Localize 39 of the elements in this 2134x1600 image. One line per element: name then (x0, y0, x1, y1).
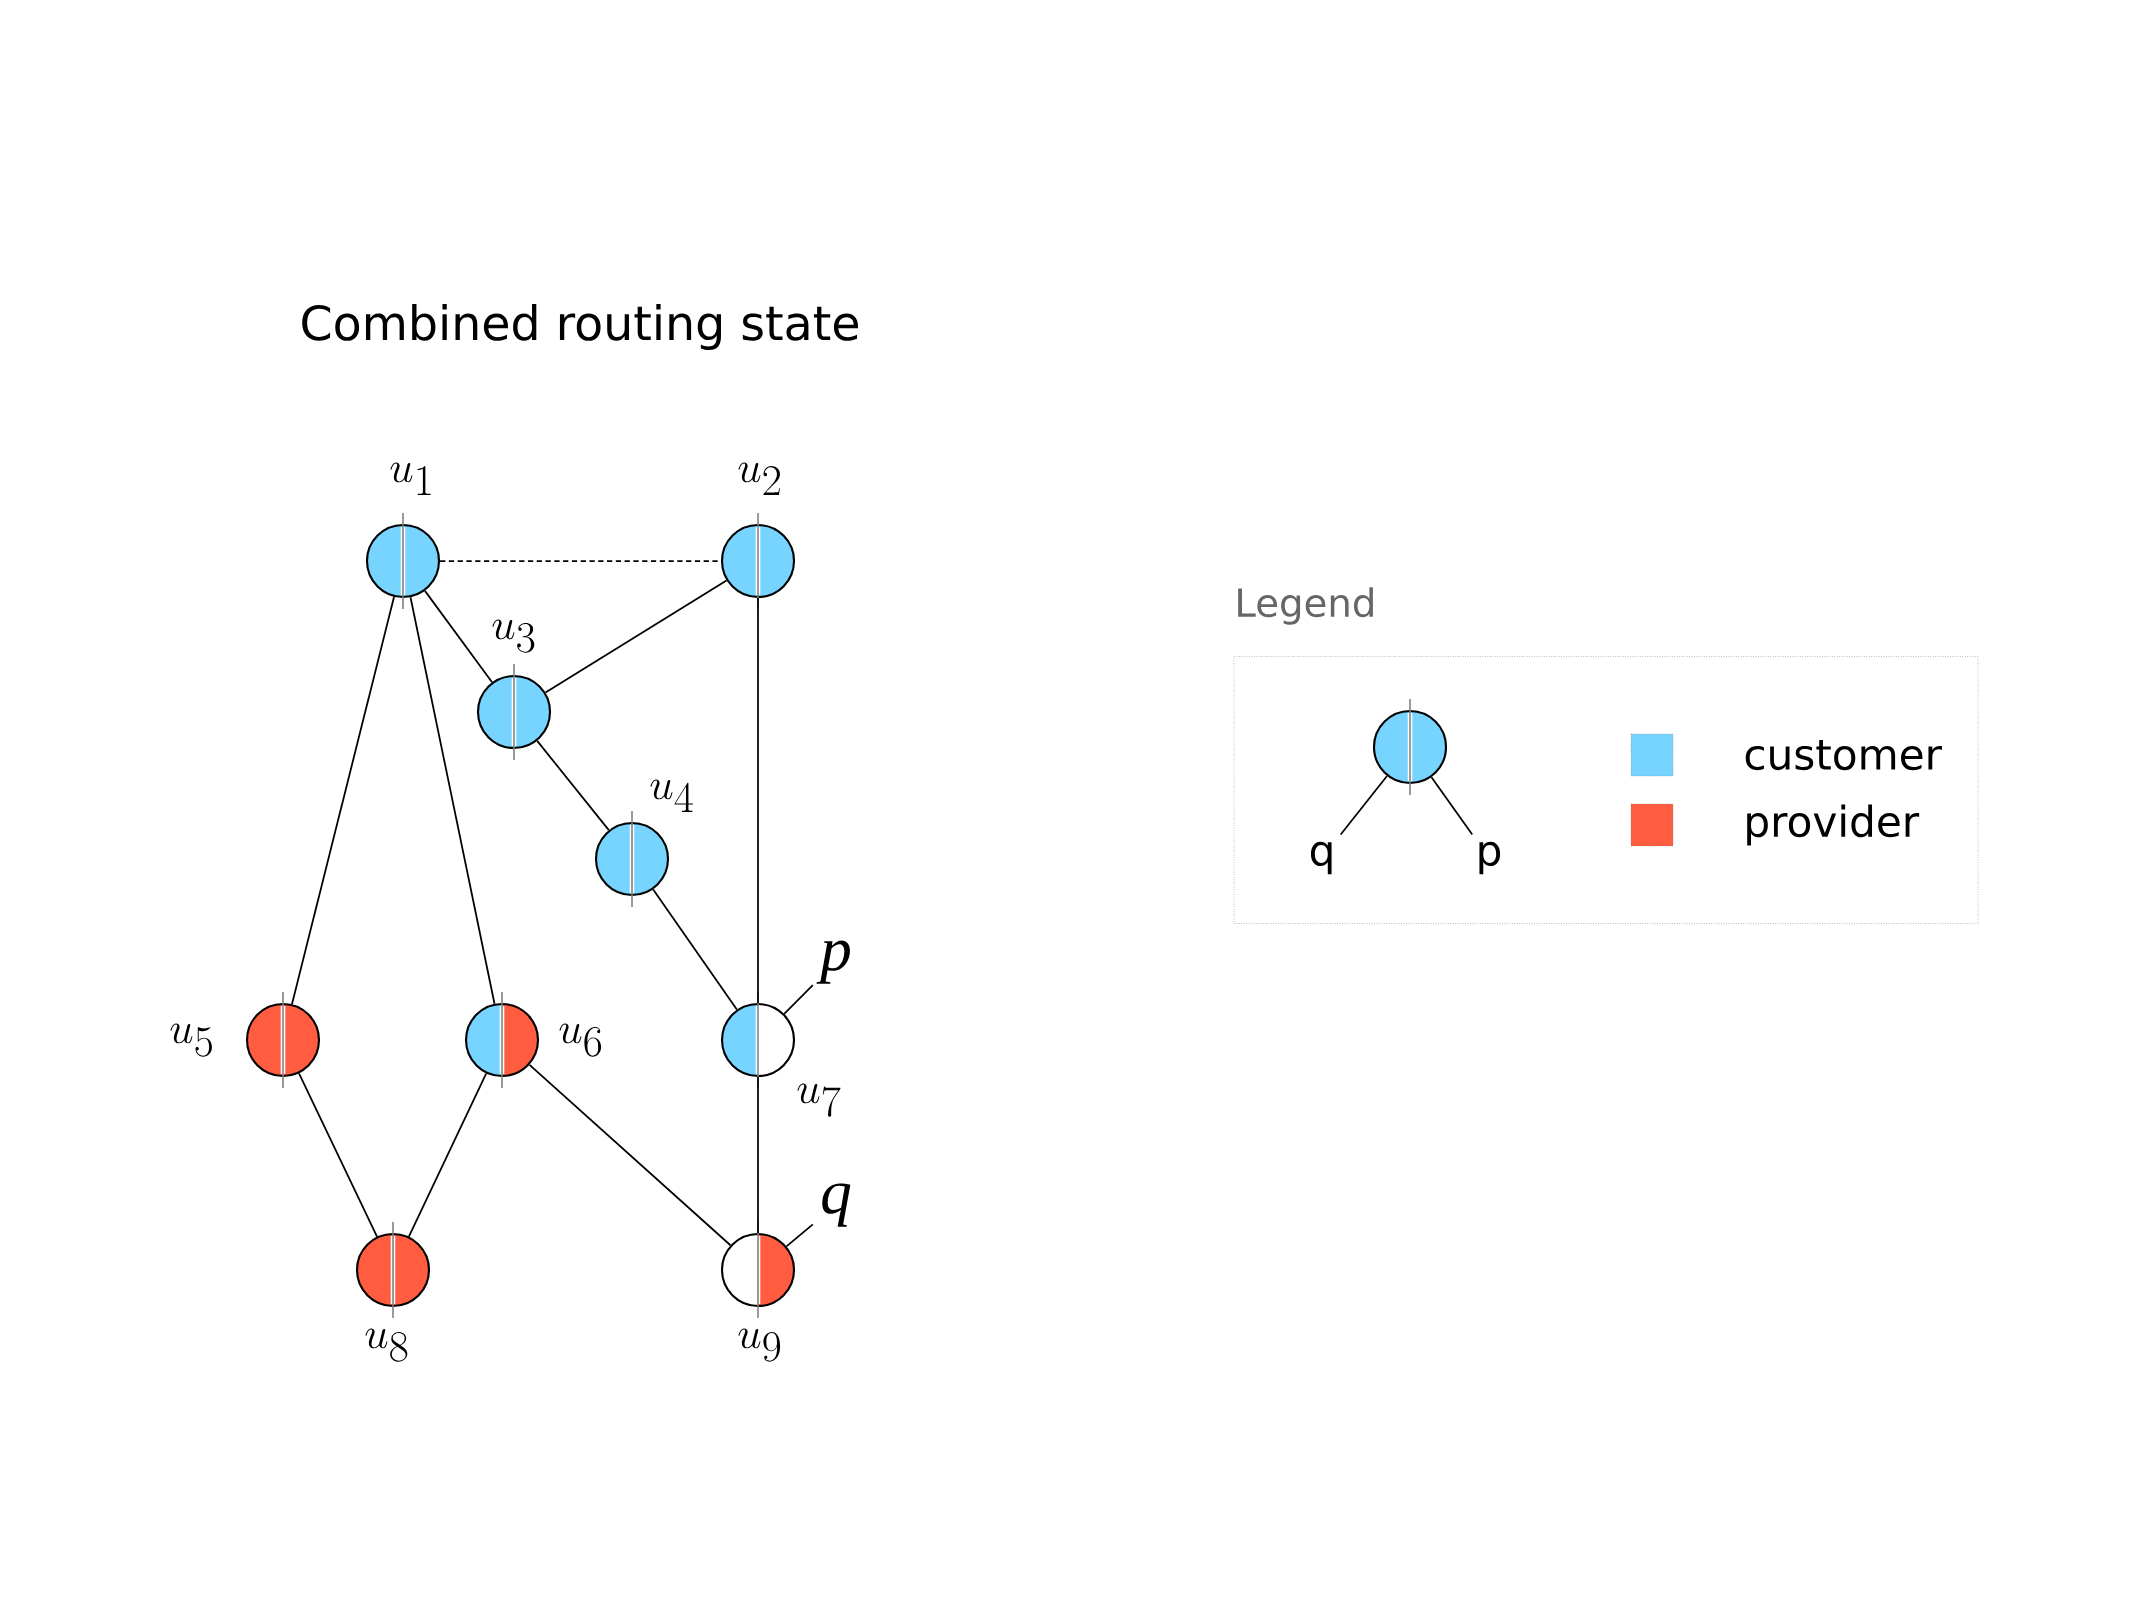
link-line (409, 596, 496, 1005)
link-line (424, 590, 493, 684)
node-label: $u_4$ (650, 779, 693, 812)
link-line (757, 597, 759, 1004)
split-circle (476, 663, 552, 761)
legend-label: provider (1747, 804, 1920, 846)
link-line (652, 888, 738, 1011)
node-label: $u_2$ (738, 462, 780, 495)
node-label: Legend (1238, 587, 1373, 625)
node-label: $u_7$ (797, 1083, 841, 1117)
leader-line (783, 984, 814, 1015)
split-circle (355, 1221, 431, 1319)
split-circle (464, 991, 540, 1089)
split-circle (365, 512, 441, 610)
split-circle (1372, 698, 1448, 796)
leader-line (785, 1223, 814, 1248)
leader-line (1339, 775, 1388, 836)
node-label: $u_6$ (559, 1023, 602, 1057)
legend-label: customer (1745, 739, 1942, 771)
node-label: $u_8$ (365, 1328, 408, 1362)
leader-line (1430, 776, 1474, 836)
node-label: $u_5$ (170, 1023, 212, 1057)
link-line (544, 579, 728, 694)
node-label: $u_9$ (738, 1328, 781, 1362)
title: Combined routing state (302, 304, 858, 350)
link-line (291, 596, 395, 1005)
link-line (536, 740, 610, 831)
link-line (757, 1076, 759, 1234)
port-label: q (822, 1183, 851, 1227)
link-line (408, 1072, 487, 1238)
port-label: q (1310, 841, 1332, 875)
link-line (298, 1072, 378, 1238)
split-circle (245, 991, 321, 1089)
port-label: p (1479, 841, 1501, 875)
node-label: $u_1$ (390, 462, 431, 495)
node-label: $u_3$ (492, 619, 535, 653)
port-label: p (816, 940, 850, 984)
split-circle (594, 810, 670, 908)
link-line (528, 1063, 732, 1247)
